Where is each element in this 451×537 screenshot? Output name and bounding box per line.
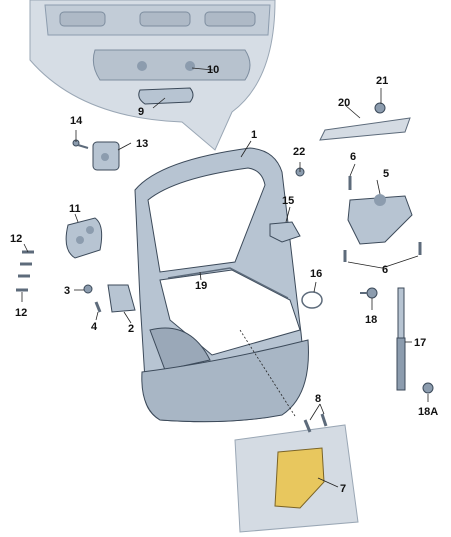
callout-6: 6	[350, 151, 356, 163]
callout-8: 8	[315, 393, 321, 405]
plate-part-20	[319, 117, 411, 141]
screw-part-14	[72, 139, 89, 149]
tailgate-part-1	[134, 147, 309, 423]
lock-cylinder-part-15	[269, 221, 301, 243]
callout-10: 10	[207, 64, 219, 76]
callout-2: 2	[128, 323, 134, 335]
callout-18: 18	[365, 314, 377, 326]
callout-16: 16	[310, 268, 322, 280]
callout-13: 13	[136, 138, 148, 150]
callout-1: 1	[251, 129, 257, 141]
screw-part-6	[343, 176, 422, 262]
callout-21: 21	[376, 75, 388, 87]
callout-14: 14	[70, 115, 83, 127]
latch-detail-inset	[234, 424, 359, 533]
callout-18a: 18A	[418, 406, 438, 418]
leader-lines	[21, 67, 429, 488]
lock-part-5	[347, 194, 413, 245]
buffer-part-13	[92, 141, 120, 171]
clip-part-21	[374, 102, 386, 114]
callout-5: 5	[383, 168, 389, 180]
nut-part-3	[83, 284, 93, 294]
ball-stud-part-18	[360, 287, 378, 299]
callout-4: 4	[91, 321, 98, 333]
hinge-part-11	[65, 217, 103, 259]
seal-ring-part-16	[301, 291, 323, 309]
screw-part-8	[303, 413, 328, 433]
ball-stud-part-18a	[422, 382, 434, 394]
callout-12: 12	[15, 307, 27, 319]
callout-17: 17	[414, 337, 426, 349]
callout-22: 22	[293, 146, 305, 158]
callout-15: 15	[282, 195, 294, 207]
callout-11: 11	[69, 203, 81, 215]
seal-part-19	[167, 267, 289, 299]
bolt-part-12	[16, 250, 34, 292]
screw-part-4	[94, 301, 102, 313]
handle-detail-inset	[29, 0, 276, 151]
callout-6: 6	[382, 264, 388, 276]
callout-12: 12	[10, 233, 22, 245]
callout-3: 3	[64, 285, 70, 297]
callout-7: 7	[340, 483, 346, 495]
callout-20: 20	[338, 97, 350, 109]
callout-9: 9	[138, 106, 144, 118]
gas-strut-part-17	[396, 287, 406, 391]
callout-19: 19	[195, 280, 207, 292]
handle-part-9	[138, 87, 194, 105]
bracket-part-2	[107, 284, 136, 313]
